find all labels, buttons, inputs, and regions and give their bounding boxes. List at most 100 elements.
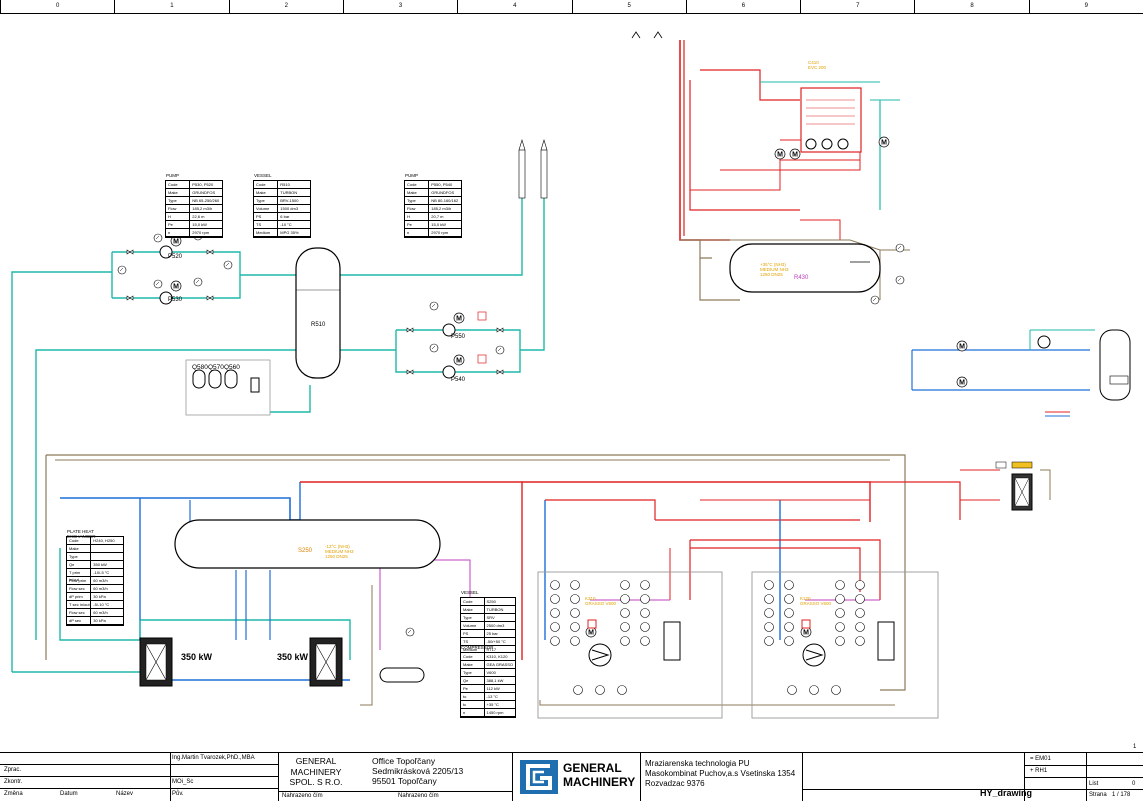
pressure-gauge-icon	[787, 685, 797, 695]
ruler-column-8: 8	[914, 0, 1028, 13]
ruler-column-1: 1	[114, 0, 228, 13]
spec-table-cell: Type	[166, 197, 191, 204]
spec-table-cell: -13 °C	[486, 694, 498, 699]
spec-table-cell: -50/+50 °C	[486, 639, 506, 644]
label-350kw-right: 350 kW	[276, 652, 310, 662]
compressor-frames	[537, 571, 939, 719]
spec-table-cell: 30 kPa	[93, 594, 106, 599]
vent-columns	[518, 138, 548, 199]
spec-table-cell: T prim in/out	[67, 569, 92, 582]
pressure-gauge-icon	[855, 608, 865, 618]
spec-table-cell: H240, H250	[93, 538, 115, 543]
spec-table-cell: Code	[166, 181, 191, 188]
pump-group-left	[117, 231, 233, 305]
spec-table-cell: dP prim	[67, 593, 92, 600]
pump-group-right	[406, 301, 505, 379]
doc-code-em01: = EM01	[1030, 756, 1051, 762]
pressure-gauge-icon	[570, 594, 580, 604]
pressure-gauge-icon	[784, 608, 794, 618]
spec-table-cell: Code	[405, 181, 430, 188]
spec-table-cell: 30 kPa	[93, 618, 106, 623]
vessel-s250	[174, 519, 441, 569]
pressure-gauge-icon	[831, 685, 841, 695]
spec-table-cell: 185,2 m3/h	[431, 206, 452, 211]
spec-table-cell: PS	[254, 213, 279, 220]
pressure-gauge-icon	[764, 622, 774, 632]
pressure-gauge-icon	[570, 636, 580, 646]
spec-table-cell: Make	[166, 189, 191, 196]
spec-table-cell: Make	[461, 606, 485, 613]
spec-table-title: PUMP	[166, 173, 180, 178]
spec-table-row: tc+35 °C	[461, 701, 515, 709]
pressure-gauge-icon	[764, 580, 774, 590]
spec-table-cell: Make	[461, 661, 485, 668]
spec-table-cell: NB 80-160/162	[431, 198, 459, 203]
spec-table-cell: K310, K120	[486, 654, 508, 659]
spec-table-cell: H	[405, 213, 430, 220]
spec-table-cell: R717	[486, 647, 497, 652]
list-label: List	[1089, 781, 1099, 787]
row-label-zkontr: Zkontr.	[4, 779, 23, 785]
condenser-c410	[774, 87, 890, 160]
col-label-nazev: Název	[116, 791, 134, 797]
lower-piping	[45, 454, 1051, 706]
spec-table-cell: TS	[254, 221, 279, 228]
spec-table-cell: Code	[461, 598, 485, 605]
spec-table-cell: n	[166, 229, 191, 236]
spec-table-cell: +35 °C	[486, 702, 499, 707]
spec-table-cell: 350 kW	[93, 562, 107, 567]
spec-table-cell: 6 bar	[280, 214, 290, 219]
spec-table-title: COMPRESSOR	[461, 645, 494, 650]
spec-table-cell: Type	[461, 669, 485, 676]
replaced-by-2: Nahrazeno čím	[398, 793, 439, 799]
plate-heat-exchangers	[139, 637, 343, 687]
spec-table-cell: dP sec	[67, 617, 92, 624]
pressure-gauge-icon	[573, 685, 583, 695]
spec-table-cell: GRUNDFOS	[431, 190, 455, 195]
spec-table-cell: 2500 dm3	[486, 623, 505, 628]
ruler-column-7: 7	[800, 0, 914, 13]
spec-table-cell: TS	[461, 638, 485, 645]
spec-table-cell: n	[405, 229, 430, 236]
spec-table-cell: Flow	[405, 205, 430, 212]
row-label-zmena: Změna	[4, 791, 23, 797]
pressure-gauge-icon	[784, 594, 794, 604]
designer-name: Ing.Martin Tvarozek,PhD.,MBA	[172, 755, 255, 761]
spec-table-cell: Volume	[254, 205, 279, 212]
spec-table-row: Make	[67, 545, 123, 553]
pressure-gauge-icon	[764, 636, 774, 646]
spec-table-cell: Pe	[166, 221, 191, 228]
pressure-gauge-icon	[855, 594, 865, 604]
spec-table-cell: 2970 rpm	[192, 230, 210, 235]
spec-table-cell: P530, P520	[192, 182, 214, 187]
pressure-gauge-icon	[784, 622, 794, 632]
pressure-gauge-icon	[855, 580, 865, 590]
spec-table-row: to-13 °C	[461, 693, 515, 701]
pressure-gauge-icon	[550, 622, 560, 632]
spec-table-cell: Make	[405, 189, 430, 196]
pressure-gauge-icon	[764, 608, 774, 618]
pressure-gauge-icon	[855, 636, 865, 646]
spec-table-cell: Flow prim	[67, 577, 92, 584]
moi-sc: MOi_Sc	[172, 779, 194, 785]
pressure-gauge-icon	[570, 608, 580, 618]
spec-table-cell: -5/-10 °C	[93, 602, 110, 607]
spec-table-cell	[91, 545, 93, 552]
pressure-gauge-icon	[550, 580, 560, 590]
